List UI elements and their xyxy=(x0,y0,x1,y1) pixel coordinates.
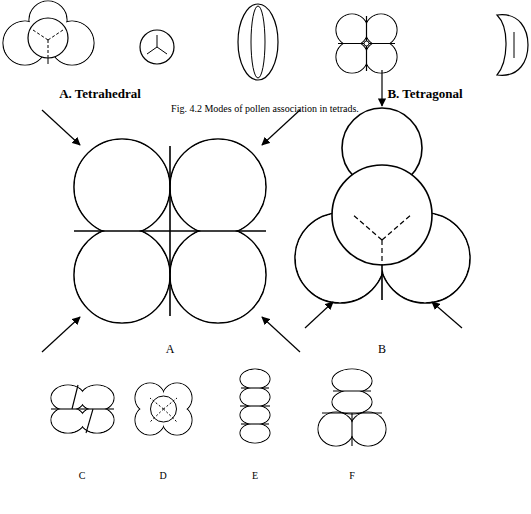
type-heading: A. Tetrahedral xyxy=(59,87,141,101)
figure-letter: A xyxy=(166,343,175,356)
figure-caption: Fig. 4.2 Modes of pollen association in … xyxy=(171,103,359,114)
figure-letter: E xyxy=(252,470,258,481)
figure-letter: C xyxy=(79,470,86,481)
type-heading: B. Tetragonal xyxy=(387,87,462,101)
figure-letter: D xyxy=(159,470,166,481)
figure-letter: F xyxy=(349,470,355,481)
figure-letter: B xyxy=(378,343,386,356)
